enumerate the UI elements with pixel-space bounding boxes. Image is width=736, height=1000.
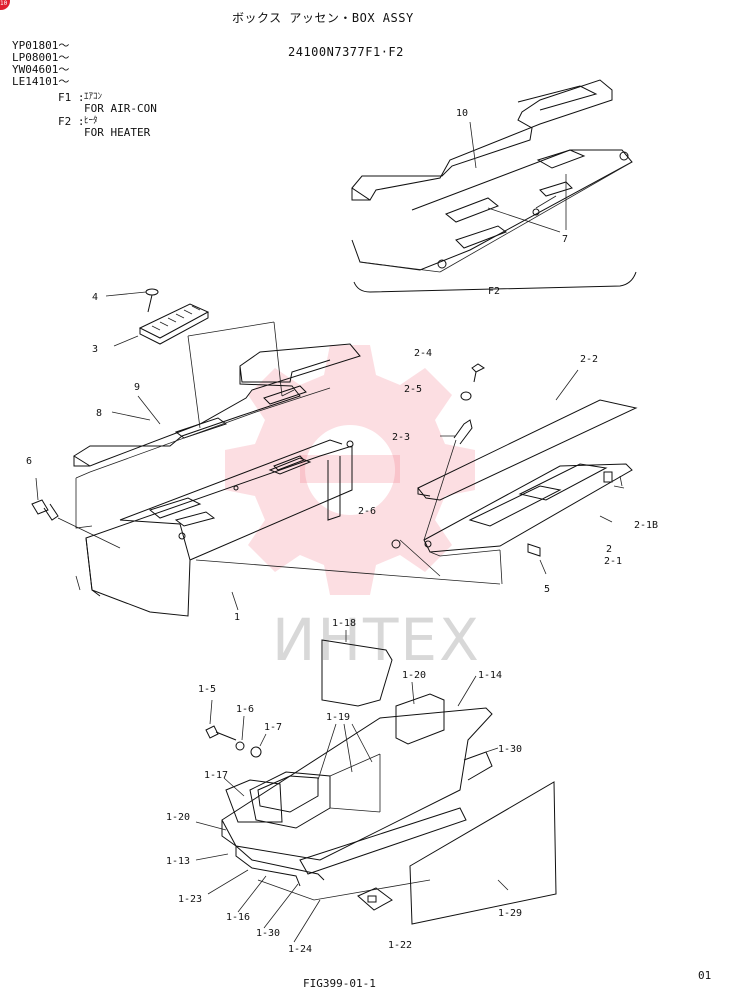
callout-10: 10	[456, 108, 468, 119]
legend-f2-key: F2 :	[58, 115, 85, 128]
callout-1: 1	[234, 612, 240, 623]
leaders-8-9	[111, 395, 161, 425]
serial-3: YW04601～	[12, 63, 70, 76]
part-6-bolt	[31, 477, 121, 549]
part-number: 24100N7377F1·F2	[288, 45, 404, 59]
callout-2-1: 2-1	[604, 556, 622, 567]
callout-labels: 10 7 F2 4 3 9 8 6 1 2-4 2-5 2-3 2-6 2-2 …	[26, 108, 658, 955]
callout-1-30-bottom: 1-30	[256, 928, 280, 939]
corner-badge-text: 10	[0, 0, 8, 7]
watermark-text: ИНТЕХ	[272, 606, 481, 674]
callout-f2: F2	[488, 286, 500, 297]
page-number: 01	[698, 969, 712, 982]
callout-2-4: 2-4	[414, 348, 432, 359]
part-1-18-plate	[321, 630, 393, 707]
callout-1-6: 1-6	[236, 704, 254, 715]
callout-1-19: 1-19	[326, 712, 350, 723]
leaders-lower	[195, 675, 509, 943]
callout-1-18: 1-18	[332, 618, 356, 629]
serial-2: LP08001～	[12, 51, 70, 64]
serial-1: YP01801～	[12, 39, 70, 52]
callout-1-14: 1-14	[478, 670, 502, 681]
legend-f1-jp: ｴｱｺﾝ	[84, 92, 103, 102]
part-8-9-air-con-frame	[73, 321, 361, 529]
part-4-screw	[105, 288, 159, 347]
figure-number: FIG399-01-1	[303, 977, 376, 990]
callout-7: 7	[562, 234, 568, 245]
callout-1-13: 1-13	[166, 856, 190, 867]
legend-f2-en: FOR HEATER	[84, 126, 151, 139]
callout-6: 6	[26, 456, 32, 467]
part-10-heater-frame	[351, 79, 633, 273]
callout-1-20-top: 1-20	[402, 670, 426, 681]
callout-2-2: 2-2	[580, 354, 598, 365]
callout-1-24: 1-24	[288, 944, 312, 955]
callout-1-5: 1-5	[198, 684, 216, 695]
watermark-gear-logo	[225, 345, 475, 595]
page-title: ボックス アッセン・BOX ASSY	[232, 11, 414, 25]
part-1-22-nut	[357, 887, 393, 911]
legend-f2-jp: ﾋｰﾀ	[84, 116, 98, 126]
callout-1-7: 1-7	[264, 722, 282, 733]
serial-4: LE14101～	[12, 75, 70, 88]
part-1-29-cover	[409, 781, 557, 925]
leaders-f2	[469, 121, 567, 233]
callout-2-5: 2-5	[404, 384, 422, 395]
callout-8: 8	[96, 408, 102, 419]
part-1-5-6-7-fasteners	[205, 699, 267, 758]
callout-1-17: 1-17	[204, 770, 228, 781]
legend-f1-key: F1 :	[58, 91, 85, 104]
part-1-lower-housing	[221, 693, 493, 901]
callout-1-22: 1-22	[388, 940, 412, 951]
callout-1-16: 1-16	[226, 912, 250, 923]
callout-5: 5	[544, 584, 550, 595]
part-2-assembly	[195, 363, 638, 585]
callout-2-6: 2-6	[358, 506, 376, 517]
f2-bracket	[353, 271, 637, 293]
callout-2: 2	[606, 544, 612, 555]
part-3-grille	[138, 303, 210, 345]
corner-badge: 10	[0, 0, 10, 10]
part-7-pads	[437, 149, 629, 269]
part-1-main-box	[75, 439, 354, 617]
callout-1-30-right: 1-30	[498, 744, 522, 755]
callout-2-3: 2-3	[392, 432, 410, 443]
callout-2-1b: 2-1B	[634, 520, 658, 531]
callout-1-23: 1-23	[178, 894, 202, 905]
legend-f1-en: FOR AIR-CON	[84, 102, 157, 115]
callout-1-29: 1-29	[498, 908, 522, 919]
callout-9: 9	[134, 382, 140, 393]
callout-1-20-left: 1-20	[166, 812, 190, 823]
callout-3: 3	[92, 344, 98, 355]
callout-4: 4	[92, 292, 98, 303]
